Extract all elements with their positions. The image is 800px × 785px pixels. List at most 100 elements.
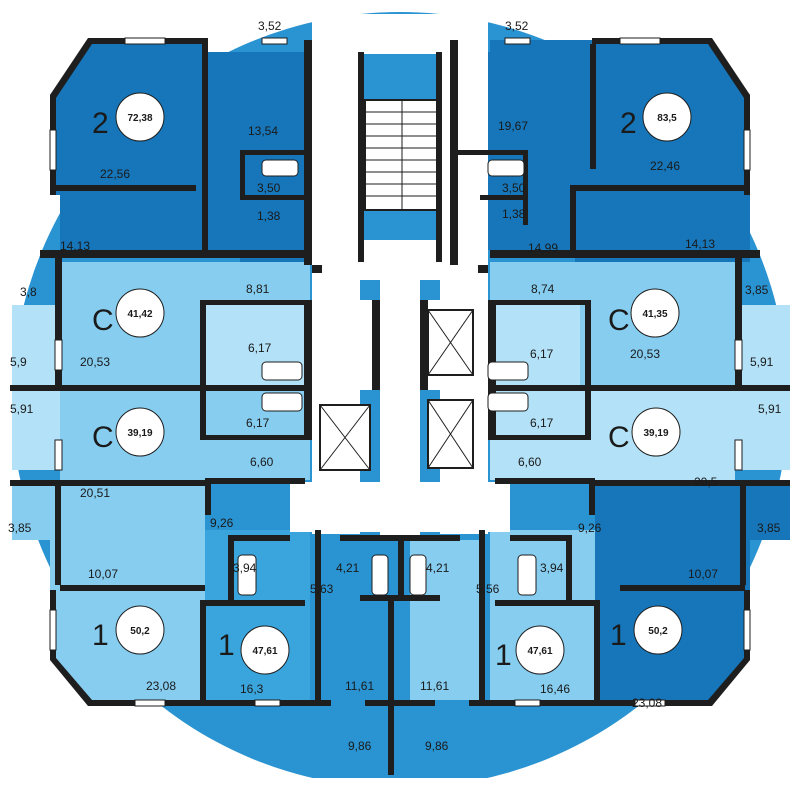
apartment-labels: 2 72,38 2 83,5 С 41,42 С 41,35 С 39,19 С… (92, 92, 692, 675)
window (49, 129, 57, 171)
bathtub-icon (261, 159, 299, 177)
room-area: 8,74 (531, 282, 555, 296)
bathtub-icon (487, 361, 529, 381)
room-area: 23,08 (146, 679, 176, 693)
room-area: 5,91 (10, 402, 34, 416)
room-area: 3,52 (505, 19, 529, 33)
apartment-type: 1 (610, 619, 627, 652)
apartment-type: С (608, 421, 630, 454)
bathtub-icon (487, 392, 529, 412)
room-area: 6,17 (530, 347, 554, 361)
room-area: 5,9 (10, 355, 27, 369)
room-area: 20,53 (80, 355, 110, 369)
apartment-total: 50,2 (648, 626, 668, 637)
room-area: 9,26 (578, 521, 602, 535)
room-area: 1,38 (502, 207, 526, 221)
apartment-s-right-area (410, 540, 480, 700)
room-area: 11,61 (345, 679, 374, 693)
apartment-type: 1 (495, 639, 512, 672)
room-area: 8,81 (246, 282, 270, 296)
room-area: 3,52 (258, 19, 282, 33)
window (619, 37, 661, 45)
bathtub-icon (261, 392, 303, 412)
room-area: 10,07 (88, 567, 118, 581)
room-area: 1,38 (257, 209, 281, 223)
room-area: 3,8 (20, 285, 37, 299)
apartment-total: 83,5 (657, 113, 677, 124)
window (514, 699, 541, 707)
window (261, 37, 288, 45)
window (743, 129, 751, 171)
room-area: 20,51 (80, 486, 110, 500)
apartment-total: 39,19 (643, 428, 668, 439)
room-area: 20,5 (694, 475, 718, 489)
room-area: 5,63 (310, 582, 334, 596)
bathtubs (237, 159, 537, 596)
bathtub-icon (409, 554, 427, 596)
apartment-total: 50,2 (130, 626, 150, 637)
window (54, 439, 63, 471)
room-area: 16,46 (540, 682, 570, 696)
bathtub-icon (371, 554, 389, 596)
apartment-type: 1 (218, 629, 235, 662)
apartment-total: 41,35 (642, 309, 667, 320)
apartment-nw-area (50, 40, 310, 262)
bathtub-icon (261, 361, 303, 381)
room-area: 10,07 (688, 567, 718, 581)
room-area: 5,56 (476, 582, 500, 596)
window (54, 339, 63, 371)
room-area: 3,50 (502, 181, 526, 195)
bathtub-icon (237, 554, 257, 596)
room-area-labels: 3,52 3,52 13,54 19,67 22,56 22,46 3,50 3… (8, 19, 782, 753)
apartment-type: 2 (620, 107, 637, 140)
room-area: 6,17 (246, 416, 270, 430)
room-area: 16,3 (240, 682, 264, 696)
window (634, 699, 666, 707)
room-area: 22,46 (650, 159, 680, 173)
room-area: 3,85 (757, 521, 781, 535)
bathtub-icon (517, 554, 537, 596)
apartment-se-area (595, 485, 790, 705)
room-area: 5,91 (758, 402, 782, 416)
apartment-type: 1 (92, 619, 109, 652)
room-area: 9,86 (425, 739, 449, 753)
apartment-total: 39,19 (127, 428, 152, 439)
room-area: 14,99 (528, 241, 558, 255)
apartment-s-left-area (205, 530, 310, 700)
room-area: 3,50 (257, 181, 281, 195)
window (134, 699, 166, 707)
room-area: 14,13 (60, 239, 90, 253)
apartment-type: 2 (92, 107, 109, 140)
room-area: 22,56 (100, 167, 130, 181)
room-area: 4,21 (336, 561, 360, 575)
room-area: 20,53 (630, 347, 660, 361)
window (49, 609, 57, 651)
window (734, 339, 743, 371)
room-area: 6,60 (518, 455, 542, 469)
window (504, 37, 531, 45)
room-area: 6,17 (248, 341, 272, 355)
bathtub-icon (487, 159, 525, 177)
room-area: 9,86 (348, 739, 372, 753)
room-area: 3,85 (745, 283, 769, 297)
room-area: 9,26 (210, 516, 234, 530)
apartment-type: С (92, 304, 114, 337)
apartment-total: 41,42 (127, 309, 152, 320)
elevator-icon (427, 399, 474, 469)
window (254, 699, 281, 707)
room-area: 3,94 (233, 561, 257, 575)
room-area: 23,08 (632, 696, 662, 710)
window (124, 37, 166, 45)
room-area: 4,21 (426, 561, 450, 575)
elevator-icon (427, 309, 474, 376)
room-area: 13,54 (248, 124, 278, 138)
apartment-sw-area (12, 485, 205, 705)
room-area: 3,85 (8, 521, 32, 535)
room-area: 11,61 (420, 679, 449, 693)
apartment-total: 47,61 (527, 646, 552, 657)
window (743, 609, 751, 651)
apartment-type: С (608, 304, 630, 337)
room-area: 6,60 (250, 455, 274, 469)
windows (49, 37, 751, 707)
